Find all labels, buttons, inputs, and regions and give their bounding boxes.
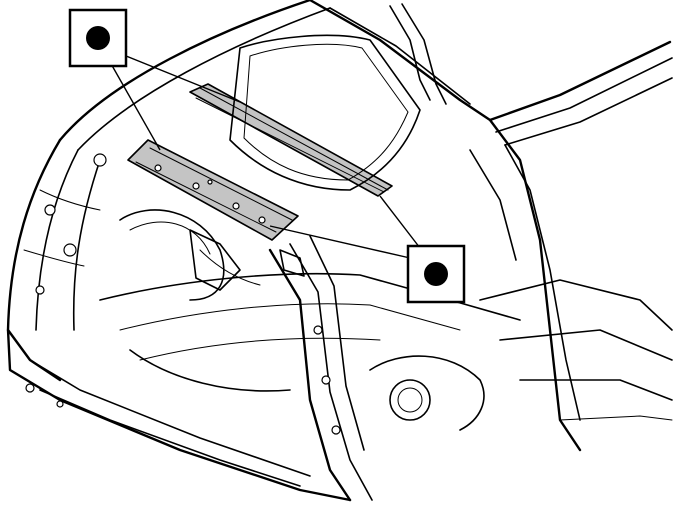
rear-window-opening: [229, 34, 421, 191]
center-pillar: [268, 248, 352, 502]
callout-dot-1: [86, 26, 110, 50]
rear-sill: [6, 328, 352, 502]
roof-rail-left: [58, 0, 312, 142]
center-bracket: [189, 229, 241, 291]
highlighted-cross-member: [127, 139, 299, 241]
leader-line-1b: [125, 55, 241, 103]
right-wheelhouse: [369, 355, 485, 431]
roof-rail-rear: [308, 0, 492, 122]
roof-rail-right: [488, 40, 672, 122]
leader-line-2: [269, 225, 411, 259]
left-wheelhouse: [119, 209, 225, 301]
callout-marker-1: [68, 8, 128, 68]
callout-dot-2: [424, 262, 448, 286]
left-quarter-panel: [6, 138, 62, 382]
right-side-sill: [479, 279, 673, 331]
leader-line-2b: [379, 195, 421, 249]
right-pillar: [488, 118, 582, 452]
leader-line-1: [109, 61, 161, 151]
cargo-floor: [99, 272, 521, 321]
callout-marker-2: [406, 244, 466, 304]
